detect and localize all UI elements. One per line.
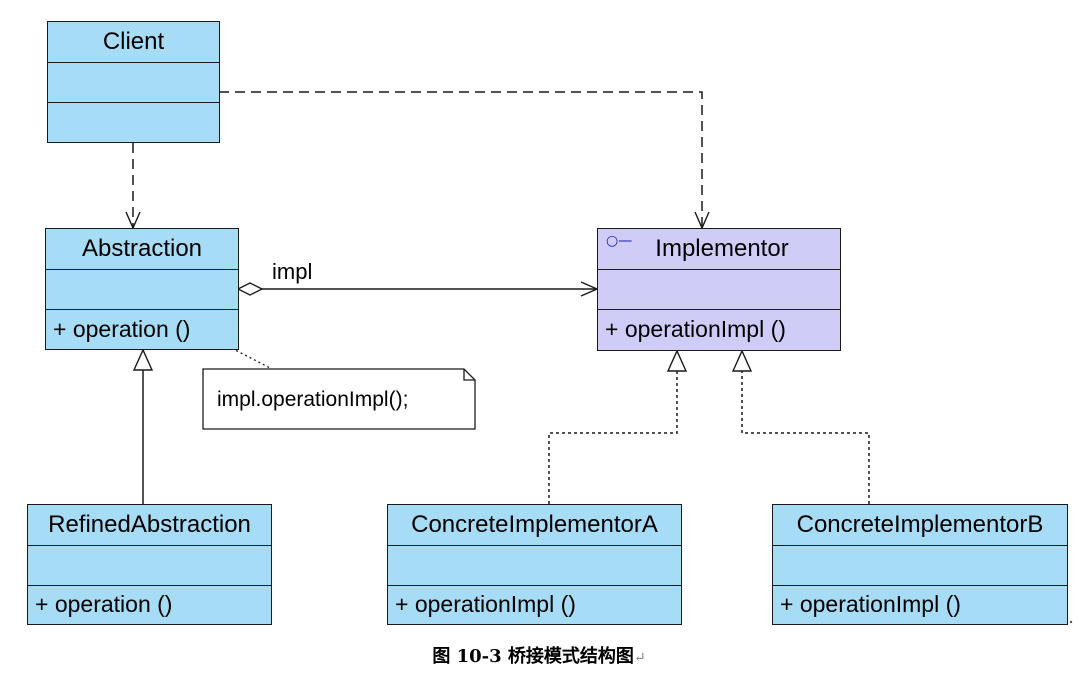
class-refined-abstraction-attributes — [28, 545, 271, 585]
figure-caption-text: 图 10-3 桥接模式结构图 — [432, 646, 634, 667]
class-refined-abstraction[interactable]: RefinedAbstraction + operation () — [27, 504, 272, 625]
note-fold — [463, 369, 475, 381]
interface-implementor-name: Implementor — [655, 235, 789, 262]
class-concrete-implementor-b-name: ConcreteImplementorB — [796, 511, 1044, 538]
note-text: impl.operationImpl(); — [217, 388, 409, 411]
class-concrete-implementor-a[interactable]: ConcreteImplementorA + operationImpl () — [387, 504, 682, 625]
association-label-impl: impl — [272, 259, 313, 284]
class-client-attributes — [48, 62, 219, 102]
class-concrete-implementor-a-operation: + operationImpl () — [388, 585, 681, 623]
paragraph-mark: ↵ — [633, 650, 646, 666]
class-concrete-implementor-a-attributes — [388, 545, 681, 585]
class-client-name: Client — [102, 28, 165, 55]
class-concrete-implementor-b-operation: + operationImpl () — [773, 585, 1067, 623]
realization-concrete-b — [731, 349, 870, 504]
interface-lollipop-icon: ○— — [606, 233, 633, 249]
interface-implementor-attributes — [598, 269, 840, 309]
class-abstraction[interactable]: Abstraction + operation () — [45, 228, 239, 350]
class-refined-abstraction-name: RefinedAbstraction — [48, 511, 251, 538]
class-abstraction-name: Abstraction — [81, 235, 203, 262]
class-abstraction-attributes — [46, 269, 238, 309]
dependency-client-implementor — [219, 91, 710, 230]
class-abstraction-operation: + operation () — [46, 309, 238, 348]
class-client[interactable]: Client — [47, 21, 220, 143]
class-concrete-implementor-b[interactable]: ConcreteImplementorB + operationImpl () — [772, 504, 1068, 625]
interface-implementor-operation: + operationImpl () — [598, 309, 840, 349]
class-refined-abstraction-operation: + operation () — [28, 585, 271, 623]
realization-concrete-a — [548, 349, 688, 504]
class-client-operations — [48, 102, 219, 141]
figure-caption: 图 10-3 桥接模式结构图↵ — [0, 642, 1078, 668]
class-concrete-implementor-a-name: ConcreteImplementorA — [411, 511, 658, 538]
interface-implementor[interactable]: ○— Implementor + operationImpl () — [597, 228, 841, 351]
note-shape — [202, 368, 476, 430]
class-concrete-implementor-b-attributes — [773, 545, 1067, 585]
stray-dot — [1069, 620, 1073, 624]
